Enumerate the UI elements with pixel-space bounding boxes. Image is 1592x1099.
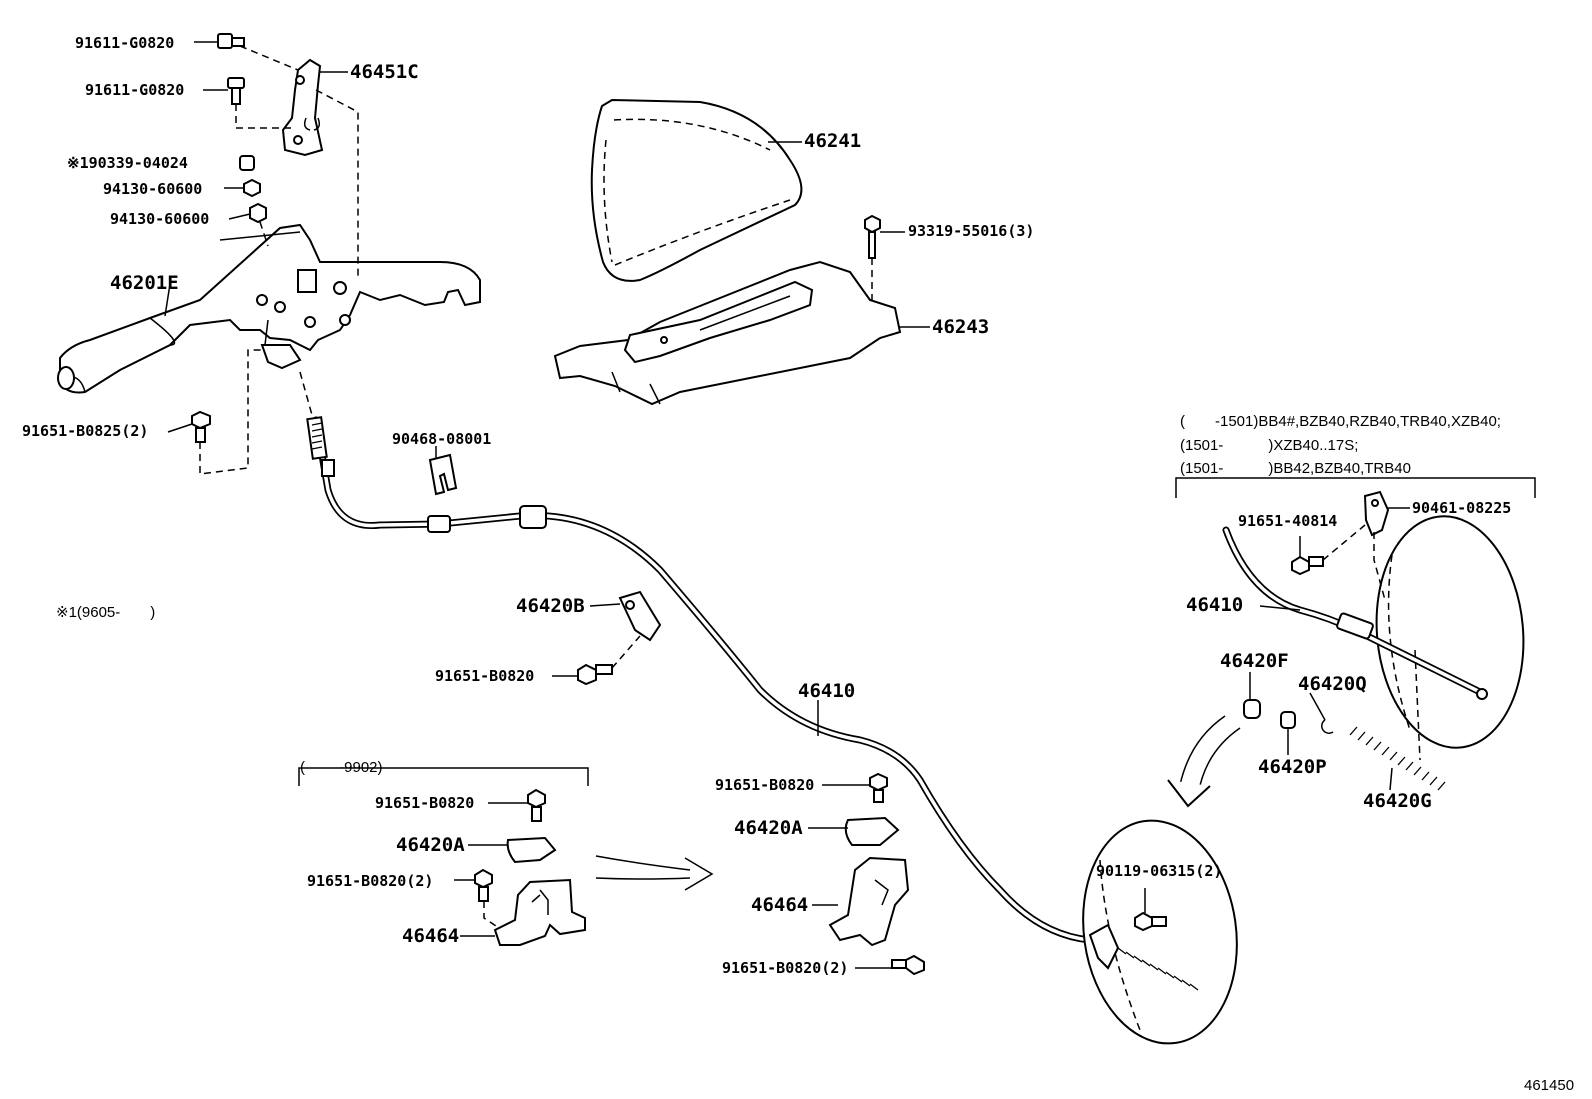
arrow-right-to-lower [1167, 715, 1241, 808]
label-46420p: 46420P [1258, 756, 1327, 778]
label-46464-mid: 46464 [751, 894, 809, 916]
label-46201e: 46201E [110, 272, 179, 294]
label-46420f: 46420F [1220, 650, 1289, 672]
left-group-clamp-46420a [506, 836, 557, 864]
bracket-left-range [298, 767, 589, 786]
label-91651-b0820-c: 91651-B0820 [715, 776, 815, 794]
parking-brake-lever [57, 223, 481, 394]
mid-group-bolt-bottom [891, 954, 925, 976]
mid-group-bracket-46464 [828, 856, 910, 947]
label-90461-08225: 90461-08225 [1412, 499, 1512, 517]
label-94130-60600-a: 94130-60600 [103, 180, 203, 198]
nut-94130-b [249, 202, 267, 224]
assembly-lines-lever [199, 45, 359, 475]
label-46420g: 46420G [1363, 790, 1432, 812]
bushing-46420f [1243, 699, 1261, 719]
left-group-bracket-46464 [493, 878, 586, 946]
clip-90468 [428, 453, 458, 496]
brake-drum-lower [1082, 819, 1238, 1045]
label-46464-left: 46464 [402, 925, 460, 947]
bolt-91651-b0820-a [577, 635, 641, 686]
label-91651-b0820-b: 91651-B0820 [375, 794, 475, 812]
bolt-90119 [1134, 911, 1167, 932]
label-91651-b0820-a: 91651-B0820 [435, 667, 535, 685]
label-91651-b0825: 91651-B0825(2) [22, 422, 149, 440]
left-group-bolt-top [527, 788, 546, 822]
mid-group-clamp-46420a [844, 816, 900, 846]
label-93319-55016: 93319-55016(3) [908, 222, 1035, 240]
nut-94130-a [243, 178, 261, 198]
label-91611-g0820-b: 91611-G0820 [85, 81, 185, 99]
bolt-91611-g0820-a [217, 33, 245, 49]
mid-group-bolt-top [869, 772, 888, 803]
bracket-right-range [1175, 477, 1536, 498]
bracket-90461 [1363, 490, 1390, 601]
spring-46420g [1349, 649, 1446, 791]
clip-46420q [1321, 719, 1334, 734]
console-46243 [553, 260, 902, 406]
footnote-text: ※1(9605- ) [56, 604, 156, 621]
screw-93319 [864, 214, 881, 300]
main-cable-46410 [306, 416, 1094, 944]
brake-drum-right [1375, 515, 1525, 749]
label-46420a-mid: 46420A [734, 817, 803, 839]
range-note-left: ( -9902) [300, 759, 383, 776]
bracket-46451c [281, 58, 324, 157]
label-46420b: 46420B [516, 595, 585, 617]
bolt-91651-40814 [1291, 524, 1366, 576]
label-91651-40814: 91651-40814 [1238, 512, 1338, 530]
label-46410-right: 46410 [1186, 594, 1244, 616]
range-note-right-2: (1501- )XZB40..17S; [1180, 437, 1359, 454]
label-46420a-left: 46420A [396, 834, 465, 856]
bolt-91651-b0825 [191, 410, 211, 443]
label-190339-04024: ※190339-04024 [67, 154, 188, 172]
arrow-left-to-mid [595, 855, 714, 891]
figure-number: 461450 [1524, 1077, 1575, 1094]
label-91651-b0820-2-mid: 91651-B0820(2) [722, 959, 849, 977]
label-94130-60600-b: 94130-60600 [110, 210, 210, 228]
label-46420q: 46420Q [1298, 673, 1367, 695]
range-note-right-3: (1501- )BB42,BZB40,TRB40 [1180, 460, 1411, 477]
label-90119-06315: 90119-06315(2) [1096, 862, 1223, 880]
label-46241: 46241 [804, 130, 862, 152]
label-46451c: 46451C [350, 61, 419, 83]
bushing-46420p [1280, 711, 1296, 729]
label-90468-08001: 90468-08001 [392, 430, 492, 448]
shift-boot-46241 [590, 98, 803, 282]
clamp-46420b [618, 590, 662, 642]
leader-lines [164, 41, 1410, 969]
label-91651-b0820-2-left: 91651-B0820(2) [307, 872, 434, 890]
label-46410-main: 46410 [798, 680, 856, 702]
label-46243: 46243 [932, 316, 990, 338]
left-group-bolt-2 [474, 868, 506, 933]
bolt-91611-g0820-b [227, 77, 245, 105]
range-note-right-1: ( -1501)BB4#,BZB40,RZB40,TRB40,XZB40; [1180, 413, 1501, 430]
nut-190339 [239, 155, 255, 171]
label-91611-g0820-a: 91611-G0820 [75, 34, 175, 52]
